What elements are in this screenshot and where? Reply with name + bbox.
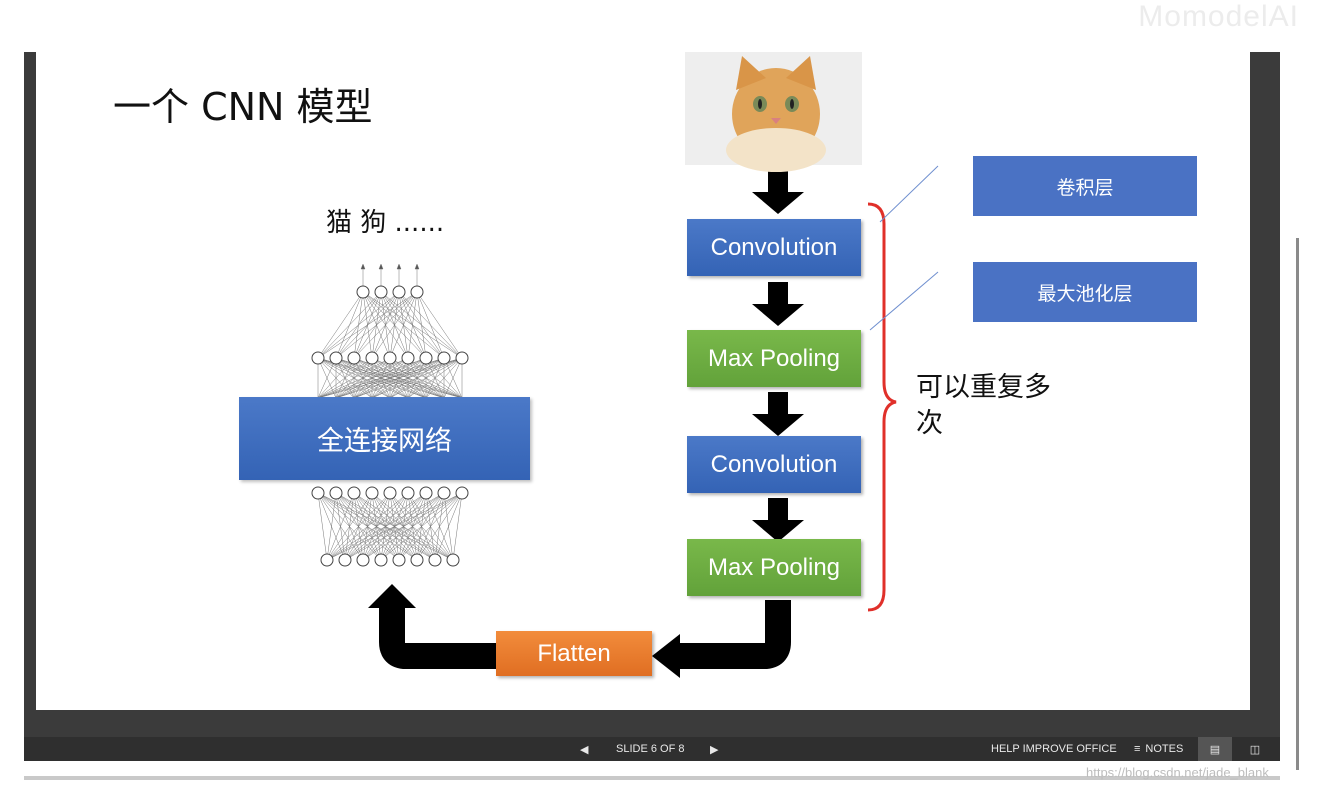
notes-button[interactable]: ≡ NOTES [1134, 737, 1183, 761]
nn-node [338, 553, 352, 567]
slideshow-icon: ◫ [1249, 743, 1261, 756]
down-arrow-2 [752, 282, 804, 326]
nn-node [311, 486, 325, 500]
nn-node [428, 553, 442, 567]
reading-view-button[interactable]: ▤ [1198, 737, 1232, 761]
down-arrow-1 [752, 170, 804, 214]
nn-node [392, 285, 406, 299]
slideshow-button[interactable]: ◫ [1238, 737, 1272, 761]
nn-lower-connections [317, 492, 463, 561]
momodel-watermark: MomodelAI [1138, 0, 1299, 33]
diagram-graphics [311, 52, 939, 678]
slide-canvas: 一个 CNN 模型 猫 狗 ...... [36, 52, 1250, 710]
convolution-layer-2: Convolution [687, 436, 861, 493]
next-slide-button[interactable]: ▶ [710, 737, 718, 761]
nn-node [401, 486, 415, 500]
notes-label: NOTES [1145, 743, 1184, 755]
repeat-note: 可以重复多次 [916, 372, 1051, 439]
max-pooling-layer-2: Max Pooling [687, 539, 861, 596]
down-arrow-3 [752, 392, 804, 436]
scrollbar-track[interactable] [1296, 238, 1299, 770]
nn-node [311, 351, 325, 365]
convolution-layer-1: Convolution [687, 219, 861, 276]
bent-arrow-to-fc [379, 604, 496, 669]
nn-upper-connections [317, 263, 463, 399]
nn-node [347, 351, 361, 365]
help-improve-office-link[interactable]: HELP IMPROVE OFFICE [991, 743, 1117, 755]
nn-node [356, 553, 370, 567]
nn-node [365, 486, 379, 500]
flow-arrows [752, 170, 804, 542]
nn-node [437, 486, 451, 500]
nn-node [365, 351, 379, 365]
next-slide-icon: ▶ [710, 743, 719, 756]
repeat-brace [867, 202, 897, 612]
nn-node [455, 486, 469, 500]
nn-node [329, 351, 343, 365]
prev-slide-button[interactable]: ◀ [580, 737, 588, 761]
bent-arrow-head-flatten [652, 634, 680, 678]
cat-image [685, 52, 862, 172]
nn-node [437, 351, 451, 365]
outputs-label: 猫 狗 ...... [326, 208, 445, 238]
nn-node [401, 351, 415, 365]
nn-node [356, 285, 370, 299]
callout-pool-layer: 最大池化层 [973, 262, 1197, 322]
nn-node [374, 553, 388, 567]
reading-view-icon: ▤ [1209, 743, 1221, 756]
nn-node [329, 486, 343, 500]
status-bar: ◀ SLIDE 6 OF 8 ▶ HELP IMPROVE OFFICE ≡ N… [24, 737, 1280, 761]
notes-icon: ≡ [1134, 743, 1141, 755]
source-watermark: https://blog.csdn.net/jade_blank [1086, 765, 1269, 780]
nn-node [392, 553, 406, 567]
callout-line-conv [879, 165, 939, 223]
down-arrow-4 [752, 498, 804, 542]
nn-node [383, 351, 397, 365]
flatten-box: Flatten [496, 631, 652, 676]
nn-node [455, 351, 469, 365]
nn-node [419, 351, 433, 365]
nn-node [419, 486, 433, 500]
nn-node [410, 553, 424, 567]
bent-arrow-head-fc [368, 584, 416, 608]
slide-title: 一个 CNN 模型 [113, 85, 373, 129]
slide-counter: SLIDE 6 OF 8 [616, 743, 685, 755]
callout-conv-layer: 卷积层 [973, 156, 1197, 216]
nn-node [383, 486, 397, 500]
nn-nodes [311, 285, 469, 567]
callout-line-pool [869, 271, 939, 331]
max-pooling-layer-1: Max Pooling [687, 330, 861, 387]
bottom-divider [24, 776, 1280, 780]
nn-node [320, 553, 334, 567]
nn-node [347, 486, 361, 500]
fully-connected-box: 全连接网络 [239, 397, 530, 480]
nn-node [374, 285, 388, 299]
nn-node [446, 553, 460, 567]
nn-node [410, 285, 424, 299]
bent-arrow-to-flatten [676, 600, 791, 669]
prev-slide-icon: ◀ [580, 743, 589, 756]
